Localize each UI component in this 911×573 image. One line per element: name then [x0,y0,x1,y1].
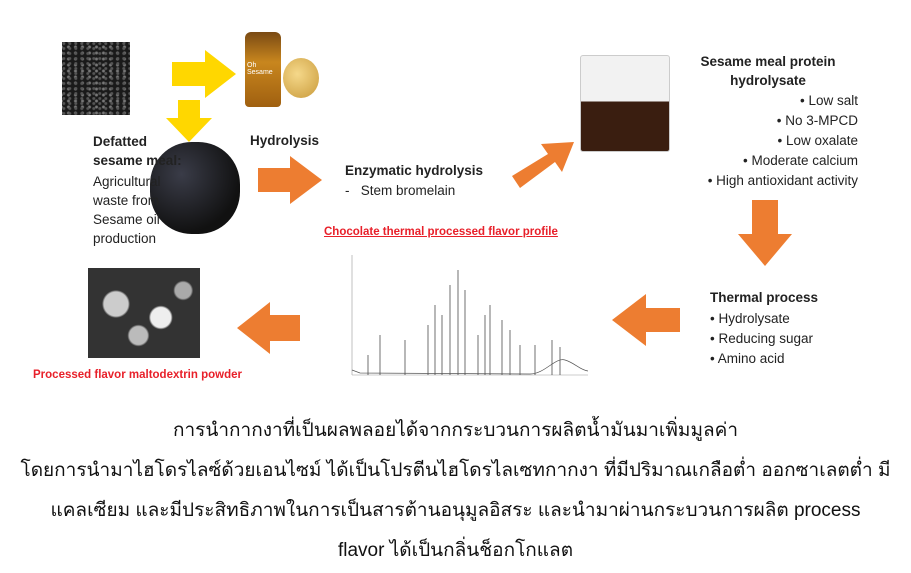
defatted-desc-line: Agricultural [93,174,161,189]
chromatogram [351,255,589,376]
defatted-desc-line: production [93,231,157,246]
chromatogram-baseline [351,359,589,375]
powder-label: Processed flavor maltodextrin powder [33,369,242,381]
defatted-title: Defatted sesame meal: [93,134,182,168]
hydrolysate-title-line: hydrolysate [730,73,806,88]
hydrolysate-bullet: • Low salt [799,93,858,108]
enzymatic-item: - Stem bromelain [345,183,456,198]
thermal-bullet: • Hydrolysate [710,311,790,326]
chromatogram-peaks [367,270,561,375]
orange-arrow-down [738,200,792,266]
powder-sem-image [88,268,200,358]
summary-line-1: การนำกากงาที่เป็นผลพลอยได้จากกระบวนการผล… [173,420,738,441]
hydrolysate-title-line: Sesame meal protein [700,54,836,69]
orange-arrow-left [612,294,680,346]
defatted-desc-line: waste from [93,193,160,208]
summary-line-3: แคลเซียม และมีประสิทธิภาพในการเป็นสารต้า… [50,500,861,521]
chromatogram-title: Chocolate thermal processed flavor profi… [324,226,558,238]
yellow-arrow-right [172,50,236,98]
hydrolysate-beaker-image [580,55,670,152]
hydrolysate-bullet: • Low oxalate [777,133,858,148]
hydrolysate-title: Sesame meal protein hydrolysate [668,52,868,90]
orange-arrow-right [258,156,322,204]
sesame-oil-jar-image [283,58,319,98]
defatted-desc-line: Sesame oil [93,212,160,227]
defatted-meal-image [150,142,240,234]
enzymatic-title: Enzymatic hydrolysis [345,163,484,178]
hydrolysis-label: Hydrolysis [250,133,320,148]
summary-line-4: flavor ได้เป็นกลิ่นช็อกโกแลต [337,540,574,561]
summary-line-2: โดยการนำมาไฮโดรไลซ์ด้วยเอนไซม์ ได้เป็นโป… [20,460,891,481]
hydrolysate-bullet: • Moderate calcium [742,153,858,168]
orange-arrow-left-2 [237,302,300,354]
thermal-bullets: • Hydrolysate • Reducing sugar • Amino aci… [710,309,813,369]
thermal-title: Thermal process [710,290,819,305]
hydrolysate-bullet: • No 3-MPCD [776,113,858,128]
thermal-bullet: • Reducing sugar [710,331,814,346]
arrows [166,50,792,354]
hydrolysate-bullets: • Low salt • No 3-MPCD • Low oxalate • Mode… [640,91,858,191]
orange-arrow-up-right [512,142,574,188]
hydrolysate-bullet: • High antioxidant activity [707,173,858,188]
sesame-seeds-image [62,42,130,115]
thermal-bullet: • Amino acid [710,351,785,366]
bottle-label: Oh Sesame [247,62,273,76]
sesame-oil-bottle-image: Oh Sesame [245,32,281,107]
yellow-arrow-down [166,100,212,142]
